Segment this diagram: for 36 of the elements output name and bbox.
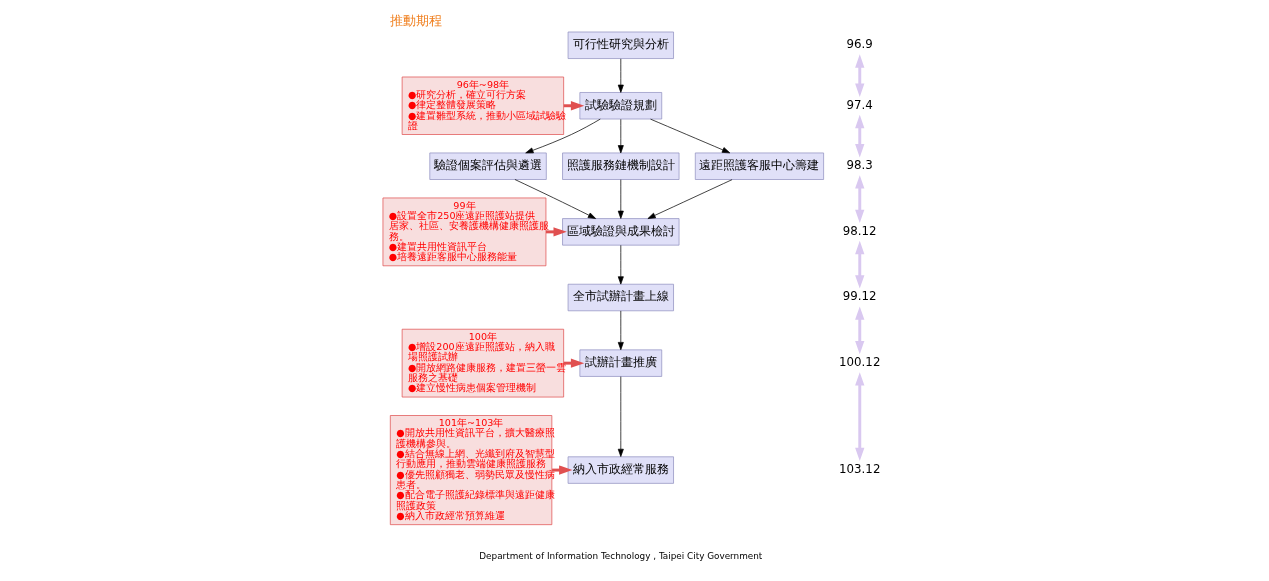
arrow <box>617 179 624 219</box>
arrow <box>854 114 864 158</box>
node-box: 驗證個案評估與遴選 <box>428 152 547 180</box>
arrow <box>617 310 624 351</box>
arrow <box>854 240 864 289</box>
node-box: 遠距照護客服中心籌建 <box>694 152 824 180</box>
node-box: 試辦計畫推廣 <box>579 349 662 377</box>
diagram-title: 推動期程 <box>389 12 442 28</box>
node-box: 照護服務鏈機制設計 <box>561 152 679 180</box>
arrow <box>524 118 601 154</box>
node-text: 98.12 <box>842 223 877 238</box>
node-box: 100年 ●增設200座遠距照護站，納入職場照護試辦 ●開放網路健康服務，建置三螢一雲服務之基礎 ●建立慢性病患個案管理機制 <box>401 328 564 398</box>
arrow <box>617 118 624 154</box>
node-box: 96年~98年 ●研究分析，確立可行方案 ●律定整體發展策略 ●建置雛型系統，推動小區域試驗驗證 <box>401 76 564 135</box>
arrow <box>545 227 567 237</box>
node-text: 100.12 <box>838 354 880 369</box>
node-box: 試驗驗證規劃 <box>579 92 662 120</box>
node-text: 96.9 <box>846 37 873 52</box>
node-box: 全市試辦計畫上線 <box>567 283 674 312</box>
arrow <box>647 179 732 219</box>
arrow <box>617 376 624 457</box>
arrow <box>617 58 624 93</box>
arrow <box>854 175 864 223</box>
node-text: 103.12 <box>838 461 880 476</box>
arrow <box>854 306 864 355</box>
arrow <box>854 54 864 97</box>
node-box: 區域驗證與成果檢討 <box>561 218 679 246</box>
caption: Department of Information Technology , Taipei City Government <box>478 550 762 561</box>
arrow <box>854 372 864 462</box>
arrow <box>649 118 730 154</box>
node-text: 98.3 <box>846 158 873 173</box>
node-box: 可行性研究與分析 <box>567 31 674 59</box>
node-box: 納入市政經常服務 <box>567 456 674 484</box>
arrow <box>617 244 624 285</box>
node-text: 97.4 <box>846 97 873 112</box>
node-text: 99.12 <box>842 289 877 304</box>
